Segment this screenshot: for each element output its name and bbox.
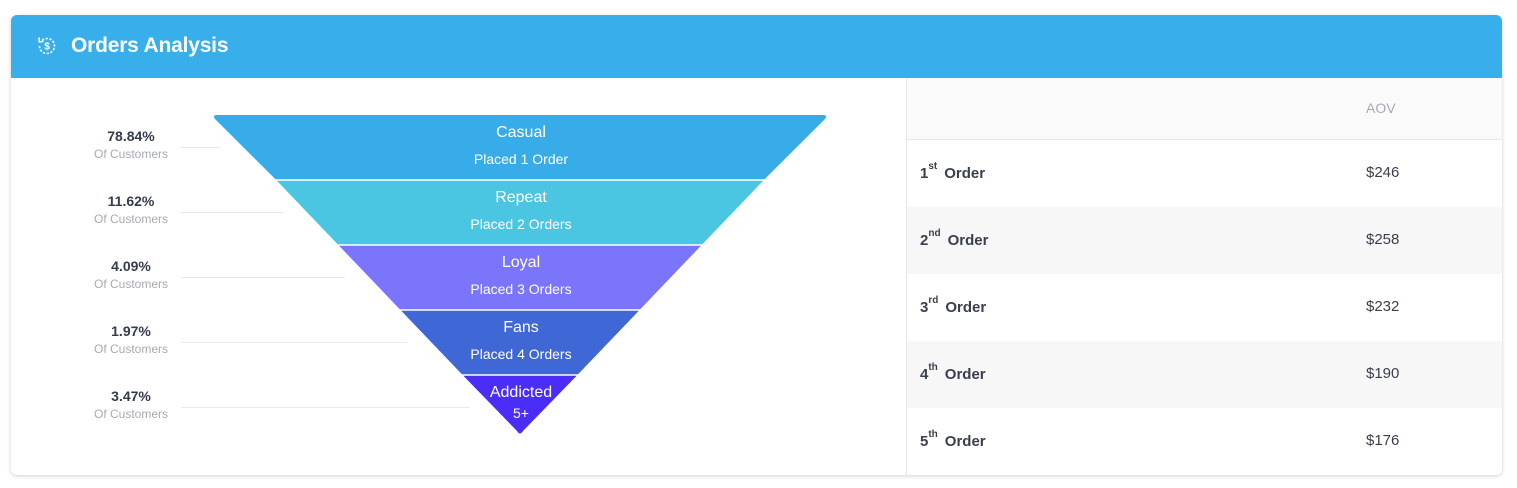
stat-percentage: 1.97% (111, 323, 151, 339)
funnel-chart (213, 115, 827, 434)
order-word: Order (944, 366, 986, 383)
segment-description: Placed 4 Orders (470, 346, 572, 362)
order-number: 2 (920, 232, 929, 249)
aov-column-header: AOV (1366, 100, 1396, 116)
aov-value-cell: $190 (1366, 365, 1400, 382)
order-word: Order (947, 232, 989, 249)
aov-value-cell: $246 (1366, 164, 1400, 181)
segment-name: Loyal (501, 254, 541, 271)
stat-caption: Of Customers (93, 212, 168, 226)
table-row: 5th Order $176 (907, 408, 1502, 475)
stat-percentage: 78.84% (107, 128, 155, 144)
aov-value-cell: $176 (1366, 432, 1400, 449)
stat-percentage: 4.09% (111, 258, 151, 274)
ordinal-suffix: th (928, 429, 938, 440)
funnel-stat: 11.62% Of Customers (71, 192, 191, 228)
segment-name: Addicted (489, 384, 553, 401)
order-number-cell: 4th Order (920, 362, 986, 383)
ordinal-suffix: nd (928, 228, 941, 239)
funnel-segment-loyal (339, 245, 701, 310)
funnel-stat: 78.84% Of Customers (71, 127, 191, 163)
order-number-cell: 5th Order (920, 429, 986, 450)
stat-caption: Of Customers (93, 147, 168, 161)
funnel-guide-line (181, 147, 221, 148)
orders-analysis-card: $ Orders Analysis 78.84% Of Customers Casu… (11, 15, 1502, 475)
funnel-segment-casual (213, 115, 827, 180)
funnel-guide-line (181, 212, 284, 213)
funnel-stat: 1.97% Of Customers (71, 322, 191, 358)
funnel-stat: 4.09% Of Customers (71, 257, 191, 293)
table-row: 3rd Order $232 (907, 274, 1502, 341)
card-title: Orders Analysis (71, 34, 229, 57)
stat-caption: Of Customers (93, 342, 168, 356)
card-header: $ Orders Analysis (11, 15, 1502, 78)
funnel-guide-line (181, 277, 346, 278)
table-header-row: AOV (907, 78, 1502, 140)
table-row: 1st Order $246 (907, 140, 1502, 207)
order-number: 5 (920, 433, 929, 450)
funnel-segment-label: Addicted 5+ (371, 383, 671, 423)
funnel-stat: 3.47% Of Customers (71, 387, 191, 423)
order-number: 4 (920, 366, 929, 383)
funnel-guide-line (181, 342, 408, 343)
table-row: 2nd Order $258 (907, 207, 1502, 274)
stat-caption: Of Customers (93, 407, 168, 421)
funnel-segment-addicted (463, 375, 577, 434)
order-number: 3 (920, 299, 929, 316)
segment-description: 5+ (513, 405, 529, 421)
order-number-cell: 2nd Order (920, 228, 989, 249)
funnel-segment-fans (401, 310, 639, 375)
segment-name: Casual (496, 124, 546, 141)
svg-text:$: $ (44, 42, 50, 53)
stat-percentage: 3.47% (111, 388, 151, 404)
stat-caption: Of Customers (93, 277, 168, 291)
order-number-cell: 3rd Order (920, 295, 987, 316)
order-word: Order (944, 433, 986, 450)
segment-description: Placed 3 Orders (470, 281, 572, 297)
aov-value-cell: $258 (1366, 231, 1400, 248)
stat-percentage: 11.62% (107, 193, 155, 209)
segment-description: Placed 2 Orders (470, 216, 572, 232)
funnel-guide-line (181, 407, 470, 408)
order-word: Order (945, 299, 987, 316)
ordinal-suffix: th (928, 362, 938, 373)
segment-name: Fans (503, 319, 539, 336)
order-number: 1 (920, 165, 929, 182)
dollar-refresh-icon: $ (38, 37, 56, 55)
order-word: Order (944, 165, 986, 182)
segment-description: Placed 1 Order (473, 151, 569, 167)
table-row: 4th Order $190 (907, 341, 1502, 408)
funnel-segment-repeat (276, 180, 764, 245)
ordinal-suffix: st (928, 161, 938, 172)
segment-name: Repeat (495, 189, 547, 206)
ordinal-suffix: rd (928, 295, 939, 306)
order-number-cell: 1st Order (920, 161, 986, 182)
aov-value-cell: $232 (1366, 298, 1400, 315)
